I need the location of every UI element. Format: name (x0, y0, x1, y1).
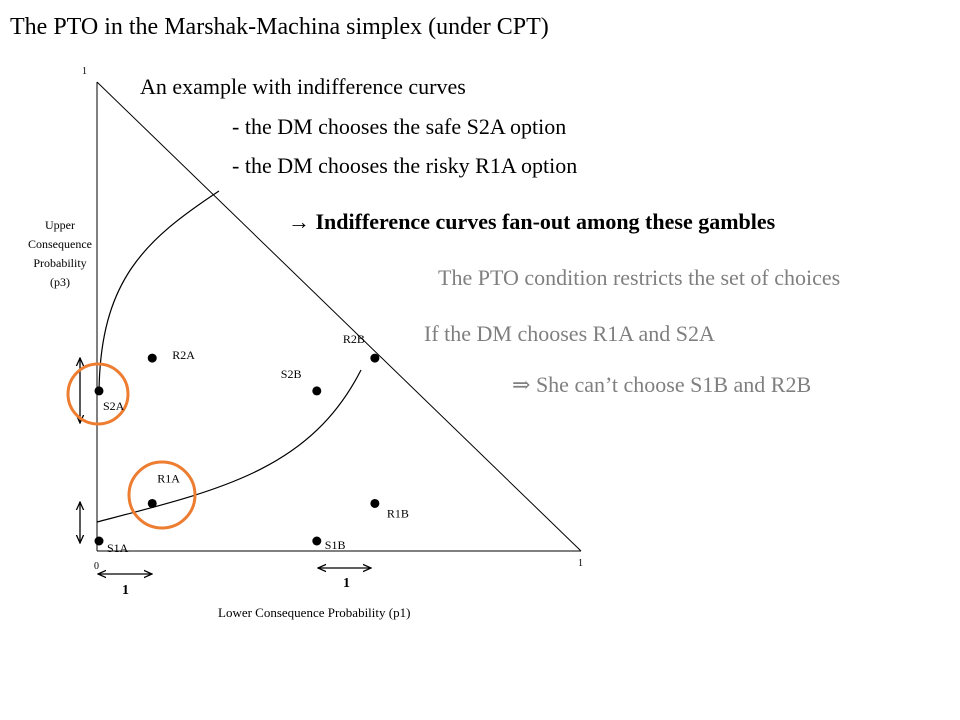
y-axis-label: Upper Consequence Probability (p3) (28, 218, 92, 289)
conclusion-line: → Indifference curves fan-out among thes… (288, 209, 775, 235)
implication-line: ⇒ She can’t choose S1B and R2B (512, 372, 811, 398)
point-s2b (312, 386, 322, 396)
point-s1a (94, 536, 104, 546)
origin-tick: 0 (94, 561, 99, 572)
point-label-r2b: R2B (343, 332, 365, 346)
right-arrow-icon: → (288, 209, 310, 234)
point-s2a (94, 386, 104, 396)
point-label-r2a: R2A (172, 348, 195, 362)
point-label-s1a: S1A (107, 541, 129, 555)
highlight-circle-s2a (66, 362, 130, 426)
point-r1b (370, 498, 380, 508)
point-r2b (370, 353, 380, 363)
bullet-risky-choice: - the DM chooses the risky R1A option (232, 153, 578, 178)
page-title: The PTO in the Marshak-Machina simplex (… (10, 14, 549, 40)
implies-arrow-icon: ⇒ (512, 372, 531, 397)
point-r2a (147, 353, 157, 363)
if-chooses-text: If the DM chooses R1A and S2A (424, 321, 715, 346)
x-axis-label: Lower Consequence Probability (p1) (218, 605, 411, 620)
point-label-s2a: S2A (103, 399, 125, 413)
indifference-curve-upper (98, 190, 220, 394)
point-s1b (312, 536, 322, 546)
gamble-points: S1A S2A R1A R2A S1B S2B R1B R2B (94, 332, 409, 555)
point-label-s1b: S1B (325, 538, 346, 552)
point-label-r1a: R1A (157, 471, 180, 485)
pto-restriction-text: The PTO condition restricts the set of c… (438, 265, 841, 290)
y-max-tick: 1 (82, 66, 87, 77)
conclusion-text: Indifference curves fan-out among these … (315, 209, 776, 234)
highlight-circle-r1a (127, 460, 197, 530)
point-r1a (147, 498, 157, 508)
unit-marker-right-label: 1 (343, 576, 350, 591)
bullet-safe-choice: - the DM chooses the safe S2A option (232, 114, 567, 139)
implication-text: She can’t choose S1B and R2B (535, 372, 812, 397)
subtitle: An example with indifference curves (140, 74, 466, 99)
point-label-r1b: R1B (387, 506, 409, 520)
hypotenuse (96, 81, 582, 552)
point-label-s2b: S2B (281, 367, 302, 381)
indifference-curve-lower (96, 369, 362, 523)
unit-marker-left-label: 1 (122, 583, 129, 598)
x-max-tick: 1 (578, 558, 583, 569)
